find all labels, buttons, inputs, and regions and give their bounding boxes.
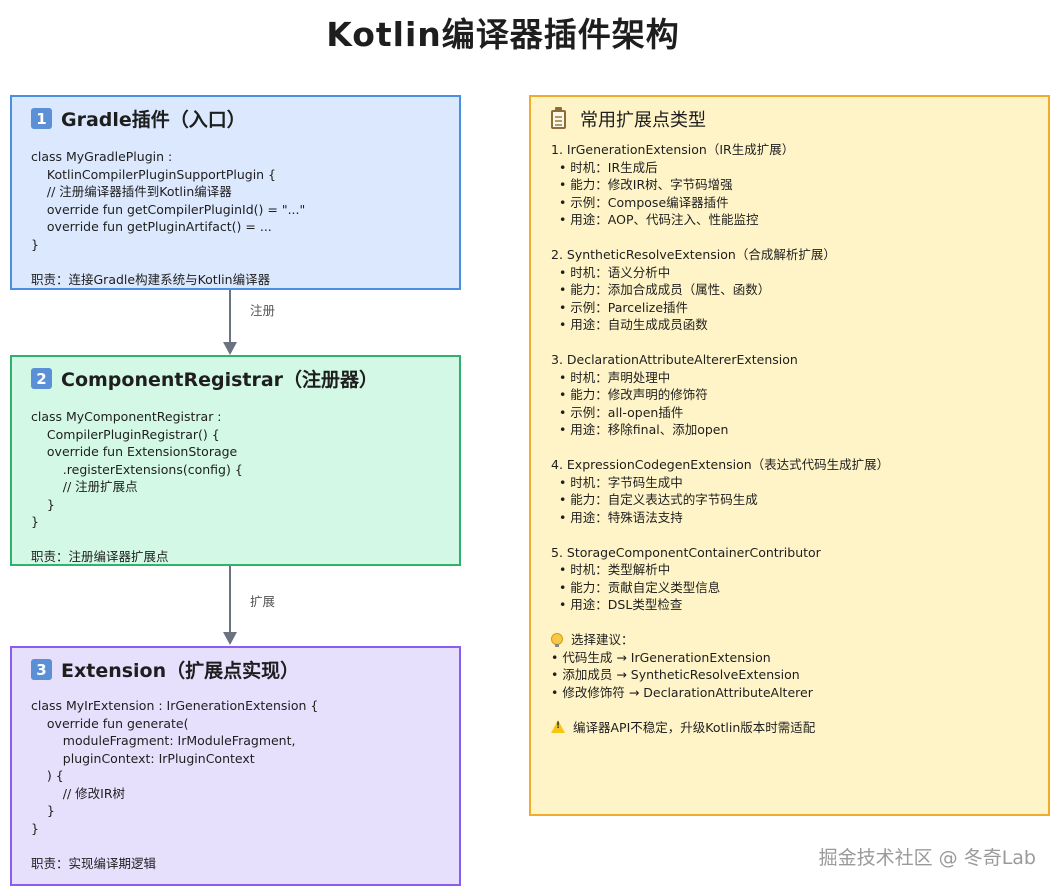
warning-line: 编译器API不稳定，升级Kotlin版本时需适配	[551, 719, 889, 737]
register-arrow	[223, 290, 237, 355]
extend-arrow	[223, 566, 237, 645]
extension-types-panel: 常用扩展点类型 1. IrGenerationExtension（IR生成扩展）…	[529, 95, 1050, 816]
component-registrar-title: 2 ComponentRegistrar（注册器）	[31, 365, 378, 392]
advice-item: • 代码生成 → IrGenerationExtension	[551, 649, 771, 665]
ext2-item: • 示例：Parcelize插件	[551, 299, 689, 315]
ext5-item: • 能力：贡献自定义类型信息	[551, 579, 721, 595]
extension-title: 3 Extension（扩展点实现）	[31, 656, 299, 683]
ext4-item: • 能力：自定义表达式的字节码生成	[551, 492, 758, 507]
gradle-plugin-title: 1 Gradle插件（入口）	[31, 105, 246, 132]
ext3-title: 3. DeclarationAttributeAltererExtension	[551, 352, 798, 367]
extension-types-list: 1. IrGenerationExtension（IR生成扩展） • 时机：IR…	[551, 141, 889, 736]
extension-duty: 职责：实现编译期逻辑	[31, 856, 157, 871]
ext5-item: • 用途：DSL类型检查	[551, 597, 683, 612]
gradle-plugin-title-text: Gradle插件（入口）	[61, 109, 246, 131]
ext4-item: • 时机：字节码生成中	[551, 474, 683, 490]
gradle-plugin-code: class MyGradlePlugin : KotlinCompilerPlu…	[31, 149, 306, 252]
extension-types-title: 常用扩展点类型	[551, 106, 706, 132]
ext1-title: 1. IrGenerationExtension（IR生成扩展）	[551, 142, 795, 157]
number-one-icon: 1	[31, 108, 52, 129]
watermark: 掘金技术社区 @ 冬奇Lab	[818, 847, 1036, 869]
lightbulb-icon	[551, 633, 563, 647]
ext4-title: 4. ExpressionCodegenExtension（表达式代码生成扩展）	[551, 457, 890, 472]
gradle-plugin-duty: 职责：连接Gradle构建系统与Kotlin编译器	[31, 272, 271, 287]
extend-label: 扩展	[250, 594, 276, 609]
ext4-item: • 用途：特殊语法支持	[551, 509, 683, 525]
ext5-title: 5. StorageComponentContainerContributor	[551, 544, 821, 560]
ext1-item: • 示例：Compose编译器插件	[551, 194, 729, 210]
advice-title-text: 选择建议：	[571, 632, 634, 647]
ext1-item: • 能力：修改IR树、字节码增强	[551, 177, 733, 192]
advice-item: • 添加成员 → SyntheticResolveExtension	[551, 667, 800, 682]
number-two-icon: 2	[31, 368, 52, 389]
extension-types-title-text: 常用扩展点类型	[580, 110, 706, 131]
ext2-item: • 能力：添加合成成员（属性、函数）	[551, 282, 771, 297]
ext3-item: • 能力：修改声明的修饰符	[551, 387, 708, 402]
warning-icon	[551, 719, 565, 733]
register-label: 注册	[250, 303, 276, 318]
extension-title-text: Extension（扩展点实现）	[61, 660, 300, 682]
ext1-item: • 用途：AOP、代码注入、性能监控	[551, 212, 759, 227]
ext3-item: • 用途：移除final、添加open	[551, 422, 729, 437]
component-registrar-box: 2 ComponentRegistrar（注册器） class MyCompon…	[10, 355, 461, 566]
warning-text: 编译器API不稳定，升级Kotlin版本时需适配	[573, 719, 816, 735]
ext3-item: • 示例：all-open插件	[551, 404, 684, 420]
extension-code: class MyIrExtension : IrGenerationExtens…	[31, 698, 319, 836]
extension-box: 3 Extension（扩展点实现） class MyIrExtension :…	[10, 646, 461, 886]
advice-title: 选择建议：	[551, 631, 889, 649]
clipboard-icon	[551, 106, 566, 129]
advice-item: • 修改修饰符 → DeclarationAttributeAlterer	[551, 684, 813, 700]
ext5-item: • 时机：类型解析中	[551, 562, 671, 577]
ext2-item: • 时机：语义分析中	[551, 264, 671, 280]
ext1-item: • 时机：IR生成后	[551, 159, 658, 175]
ext2-title: 2. SyntheticResolveExtension（合成解析扩展）	[551, 247, 836, 262]
component-registrar-duty: 职责：注册编译器扩展点	[31, 549, 169, 564]
number-three-icon: 3	[31, 659, 52, 680]
gradle-plugin-box: 1 Gradle插件（入口） class MyGradlePlugin : Ko…	[10, 95, 461, 290]
ext2-item: • 用途：自动生成成员函数	[551, 317, 708, 332]
diagram-title: Kotlin编译器插件架构	[326, 15, 680, 54]
component-registrar-title-text: ComponentRegistrar（注册器）	[61, 369, 379, 391]
component-registrar-code: class MyComponentRegistrar : CompilerPlu…	[31, 409, 243, 529]
ext3-item: • 时机：声明处理中	[551, 369, 671, 385]
